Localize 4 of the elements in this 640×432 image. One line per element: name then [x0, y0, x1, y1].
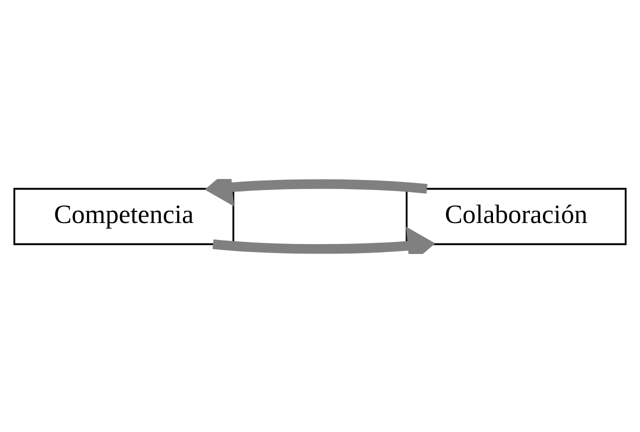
arrow	[212, 226, 436, 254]
arrow	[204, 178, 428, 206]
node-box: Colaboración	[406, 187, 627, 245]
node-box: Competencia	[13, 187, 234, 245]
